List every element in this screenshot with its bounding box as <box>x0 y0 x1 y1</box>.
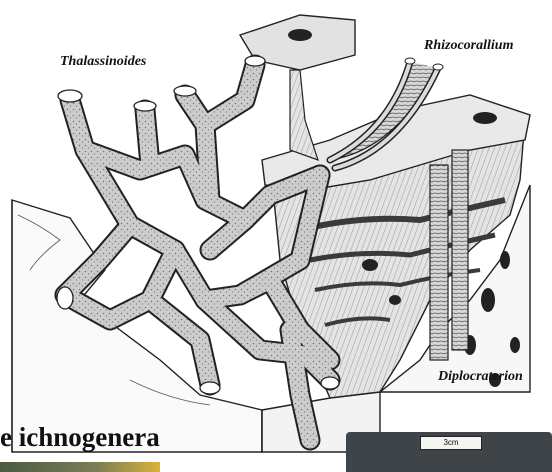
label-rhizocorallium: Rhizocorallium <box>424 38 513 54</box>
label-thalassinoides: Thalassinoides <box>60 54 146 70</box>
scale-bar: 3cm <box>420 436 482 450</box>
section-heading: e ichnogenera <box>0 422 160 453</box>
label-diplocraterion: Diplocraterion <box>438 369 523 385</box>
specimen-photo-left <box>0 462 160 472</box>
